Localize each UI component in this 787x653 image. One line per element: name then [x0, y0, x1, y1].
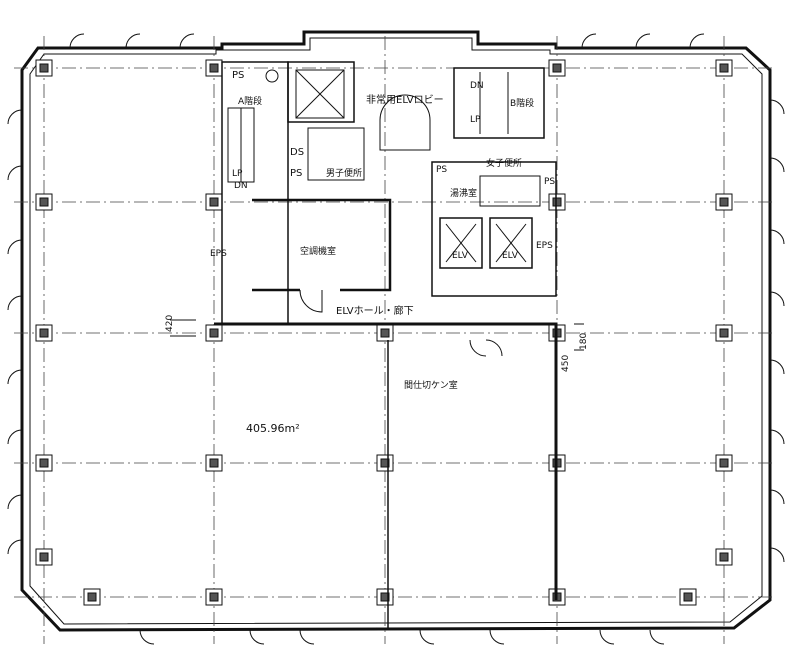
label-emergency-lobby: 非常用ELVロビー	[366, 93, 444, 106]
label-dim-420: 420	[165, 315, 175, 332]
label-hvac-room: 空調機室	[300, 245, 336, 257]
label-dn-left: DN	[234, 181, 248, 191]
inner-wall-outline	[29, 37, 763, 625]
label-elv-1: ELV	[452, 251, 469, 261]
room-labels: PS A階段 非常用ELVロビー B階段 DS PS 男子便所 女子便所 PS …	[165, 70, 589, 435]
label-ds: DS	[290, 147, 304, 158]
label-elv-hall: ELVホール・廊下	[336, 304, 414, 317]
label-elv-2: ELV	[502, 251, 519, 261]
label-womens-toilet: 女子便所	[486, 157, 522, 169]
label-stair-b: B階段	[510, 97, 534, 109]
grid-lines	[14, 36, 776, 644]
interior-walls	[214, 322, 558, 628]
window-arcs	[7, 33, 785, 645]
dimension-marks	[170, 319, 584, 351]
label-mens-toilet: 男子便所	[326, 167, 362, 179]
label-hot-water: 湯沸室	[450, 187, 477, 199]
label-eps-right: EPS	[536, 241, 553, 251]
label-ps-top: PS	[232, 70, 244, 81]
columns	[35, 59, 733, 606]
label-dn-right: DN	[470, 81, 484, 91]
label-ps-right: PS	[436, 165, 447, 175]
label-eps-left: EPS	[210, 249, 227, 259]
label-lp-right: LP	[470, 115, 481, 125]
label-dim-450: 450	[561, 355, 571, 372]
label-ps-mid: PS	[290, 168, 302, 179]
label-area: 405.96m²	[246, 422, 300, 435]
label-partition: 間仕切ケン室	[404, 379, 458, 391]
core-walls	[221, 61, 557, 325]
label-stair-a: A階段	[238, 95, 262, 107]
outer-walls	[20, 30, 772, 632]
label-dim-180: 180	[579, 333, 589, 350]
label-lp-left: LP	[232, 169, 243, 179]
label-ps-right2: PS	[544, 177, 555, 187]
outer-wall-outline	[20, 30, 772, 632]
